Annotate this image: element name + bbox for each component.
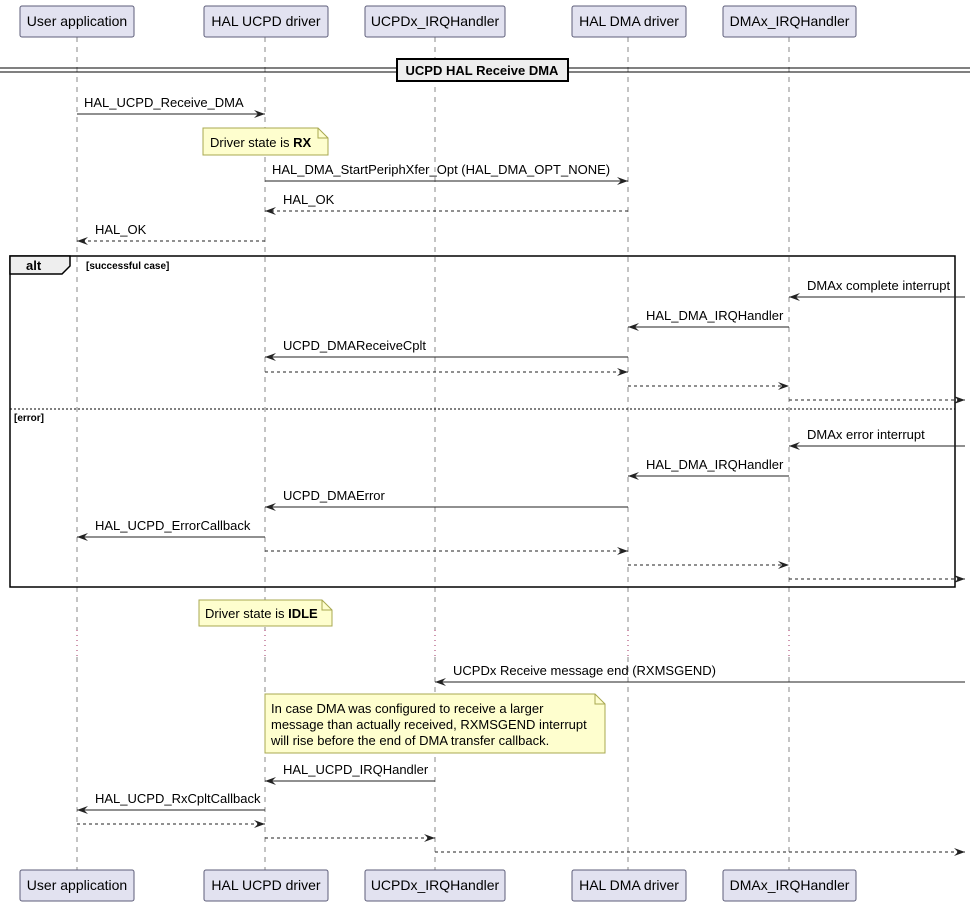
message-label: HAL_UCPD_Receive_DMA — [84, 95, 244, 110]
participant-dma-top: HAL DMA driver — [571, 5, 687, 38]
message-label: HAL_DMA_IRQHandler — [646, 457, 784, 472]
participant-irq-top: UCPDx_IRQHandler — [364, 5, 506, 38]
note-driver-state-rx: Driver state is RX — [202, 127, 329, 156]
note-rxmsgend-explanation: In case DMA was configured to receive a … — [264, 693, 606, 754]
participant-label: DMAx_IRQHandler — [730, 13, 850, 29]
arrowhead-icon — [265, 503, 276, 511]
arrowhead-icon — [254, 110, 265, 118]
arrowhead-icon — [435, 678, 446, 686]
participant-label: HAL UCPD driver — [211, 13, 321, 29]
note-driver-state-idle: Driver state is IDLE — [198, 599, 333, 627]
note-state: IDLE — [288, 606, 318, 621]
svg-text:Driver state is IDLE: Driver state is IDLE — [205, 606, 318, 621]
message-arrow — [628, 382, 789, 390]
svg-text:Driver state is RX: Driver state is RX — [210, 135, 311, 150]
note-line: In case DMA was configured to receive a … — [271, 701, 544, 716]
message-label: UCPDx Receive message end (RXMSGEND) — [453, 663, 716, 678]
participant-label: UCPDx_IRQHandler — [371, 877, 500, 893]
message-arrow — [628, 561, 789, 569]
arrowhead-icon — [789, 293, 800, 301]
message-arrow: HAL_OK — [77, 222, 265, 245]
arrowhead-icon — [778, 382, 789, 390]
message-arrow: HAL_UCPD_Receive_DMA — [77, 95, 265, 118]
message-label: HAL_DMA_IRQHandler — [646, 308, 784, 323]
note-line: message than actually received, RXMSGEND… — [271, 717, 587, 732]
arrowhead-icon — [424, 834, 435, 842]
alt-guard-error: [error] — [14, 413, 44, 424]
arrowhead-icon — [954, 396, 965, 404]
message-arrow: DMAx error interrupt — [789, 427, 965, 450]
participant-label: User application — [27, 13, 127, 29]
arrowhead-icon — [254, 820, 265, 828]
message-label: HAL_DMA_StartPeriphXfer_Opt (HAL_DMA_OPT… — [272, 162, 610, 177]
participant-hal-bottom: HAL UCPD driver — [203, 869, 329, 902]
participant-label: DMAx_IRQHandler — [730, 877, 850, 893]
message-arrow: UCPDx Receive message end (RXMSGEND) — [435, 663, 965, 686]
arrowhead-icon — [628, 323, 639, 331]
message-arrow — [789, 575, 965, 583]
message-arrow — [77, 820, 265, 828]
message-arrow: HAL_UCPD_IRQHandler — [265, 762, 435, 785]
participant-label: UCPDx_IRQHandler — [371, 13, 500, 29]
message-label: DMAx complete interrupt — [807, 278, 950, 293]
participant-dmairq-bottom: DMAx_IRQHandler — [722, 869, 857, 902]
arrowhead-icon — [954, 848, 965, 856]
participant-ua-top: User application — [19, 5, 135, 38]
message-arrow — [435, 848, 965, 856]
participant-label: HAL DMA driver — [579, 13, 679, 29]
arrowhead-icon — [789, 442, 800, 450]
message-arrow: UCPD_DMAError — [265, 488, 628, 511]
arrowhead-icon — [628, 472, 639, 480]
message-arrow — [265, 834, 435, 842]
message-arrow: HAL_OK — [265, 192, 628, 215]
message-label: HAL_UCPD_RxCpltCallback — [95, 791, 261, 806]
note-text: Driver state is — [205, 606, 288, 621]
participant-ua-bottom: User application — [19, 869, 135, 902]
message-arrow: HAL_UCPD_RxCpltCallback — [77, 791, 265, 814]
note-text: Driver state is — [210, 135, 293, 150]
message-label: HAL_UCPD_IRQHandler — [283, 762, 429, 777]
arrowhead-icon — [265, 777, 276, 785]
alt-guard-success: [successful case] — [86, 261, 169, 272]
arrowhead-icon — [954, 575, 965, 583]
message-label: HAL_OK — [283, 192, 335, 207]
divider-label: UCPD HAL Receive DMA — [406, 63, 560, 78]
participant-irq-bottom: UCPDx_IRQHandler — [364, 869, 506, 902]
alt-frame: alt [successful case] [error] — [9, 255, 956, 588]
arrowhead-icon — [265, 353, 276, 361]
message-label: DMAx error interrupt — [807, 427, 925, 442]
message-arrow — [265, 368, 628, 376]
participant-dmairq-top: DMAx_IRQHandler — [722, 5, 857, 38]
alt-keyword: alt — [26, 258, 42, 273]
arrowhead-icon — [778, 561, 789, 569]
message-arrow: HAL_DMA_IRQHandler — [628, 308, 789, 331]
arrowhead-icon — [617, 547, 628, 555]
message-arrow: DMAx complete interrupt — [789, 278, 965, 301]
message-arrow: HAL_DMA_StartPeriphXfer_Opt (HAL_DMA_OPT… — [265, 162, 628, 185]
arrowhead-icon — [77, 237, 88, 245]
arrowhead-icon — [265, 207, 276, 215]
message-arrow: UCPD_DMAReceiveCplt — [265, 338, 628, 361]
participant-label: HAL DMA driver — [579, 877, 679, 893]
arrowhead-icon — [617, 368, 628, 376]
section-divider: UCPD HAL Receive DMA — [0, 58, 970, 82]
participant-label: HAL UCPD driver — [211, 877, 321, 893]
participant-dma-bottom: HAL DMA driver — [571, 869, 687, 902]
message-arrow — [789, 396, 965, 404]
message-arrow: HAL_UCPD_ErrorCallback — [77, 518, 265, 541]
arrowhead-icon — [617, 177, 628, 185]
note-line: will rise before the end of DMA transfer… — [270, 733, 549, 748]
participant-label: User application — [27, 877, 127, 893]
arrowhead-icon — [77, 533, 88, 541]
arrowhead-icon — [77, 806, 88, 814]
message-label: HAL_OK — [95, 222, 147, 237]
message-arrow: HAL_DMA_IRQHandler — [628, 457, 789, 480]
message-label: UCPD_DMAError — [283, 488, 386, 503]
message-label: UCPD_DMAReceiveCplt — [283, 338, 426, 353]
message-arrow — [265, 547, 628, 555]
participant-hal-top: HAL UCPD driver — [203, 5, 329, 38]
message-label: HAL_UCPD_ErrorCallback — [95, 518, 251, 533]
note-state: RX — [293, 135, 311, 150]
